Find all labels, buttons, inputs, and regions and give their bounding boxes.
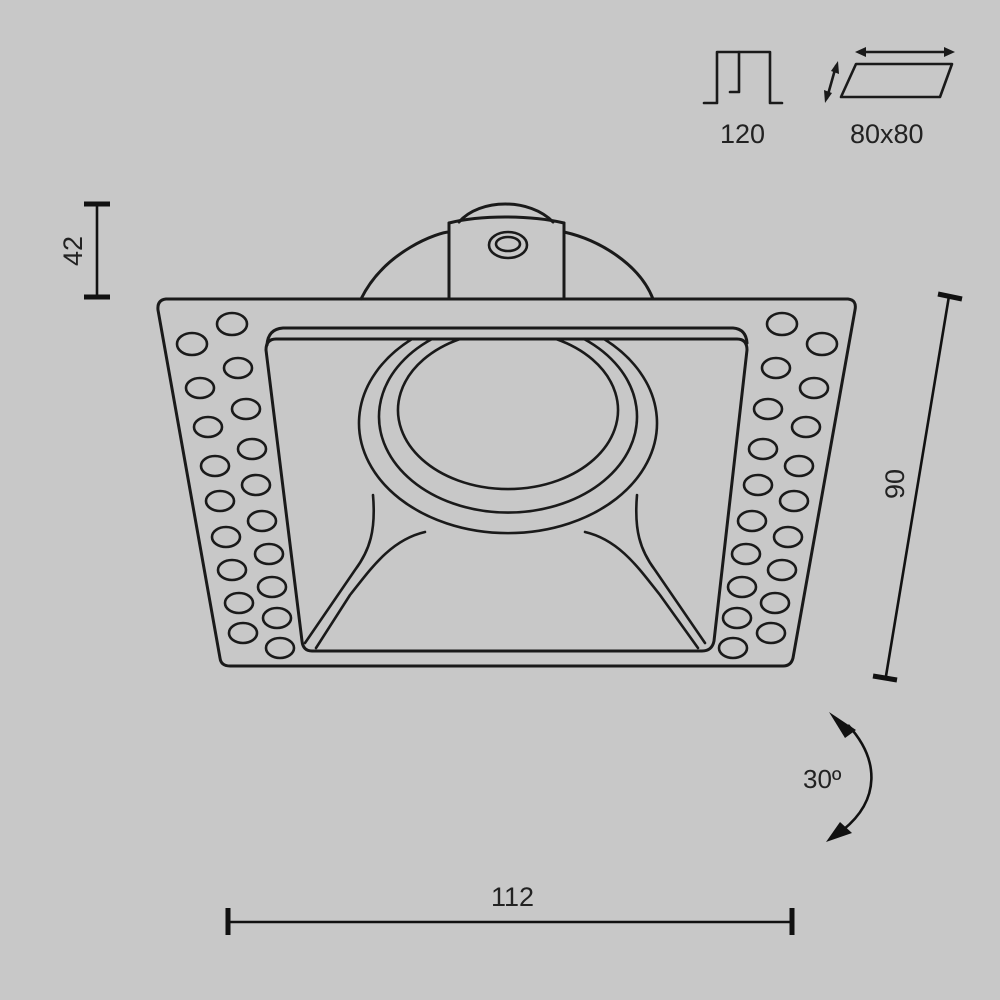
plaster-holes-left <box>175 311 296 660</box>
height-dimension <box>84 201 110 300</box>
cutout-size-label: 80x80 <box>850 119 924 149</box>
tilt-angle-label: 30º <box>803 764 842 794</box>
depth-dimension <box>872 291 963 683</box>
housing-dome <box>359 202 655 301</box>
reflector-frame <box>264 326 749 653</box>
plaster-holes-right <box>717 311 839 660</box>
width-dimension-label: 112 <box>491 882 535 912</box>
tilt-angle-arrow <box>826 712 873 842</box>
width-dimension <box>225 908 795 935</box>
cutout-depth-label: 120 <box>720 119 766 149</box>
height-dimension-label: 42 <box>58 235 88 266</box>
cutout-size-icon <box>824 47 955 103</box>
depth-dimension-label: 90 <box>880 468 910 499</box>
recess-depth-icon <box>702 50 784 105</box>
mounting-plate <box>156 297 857 668</box>
